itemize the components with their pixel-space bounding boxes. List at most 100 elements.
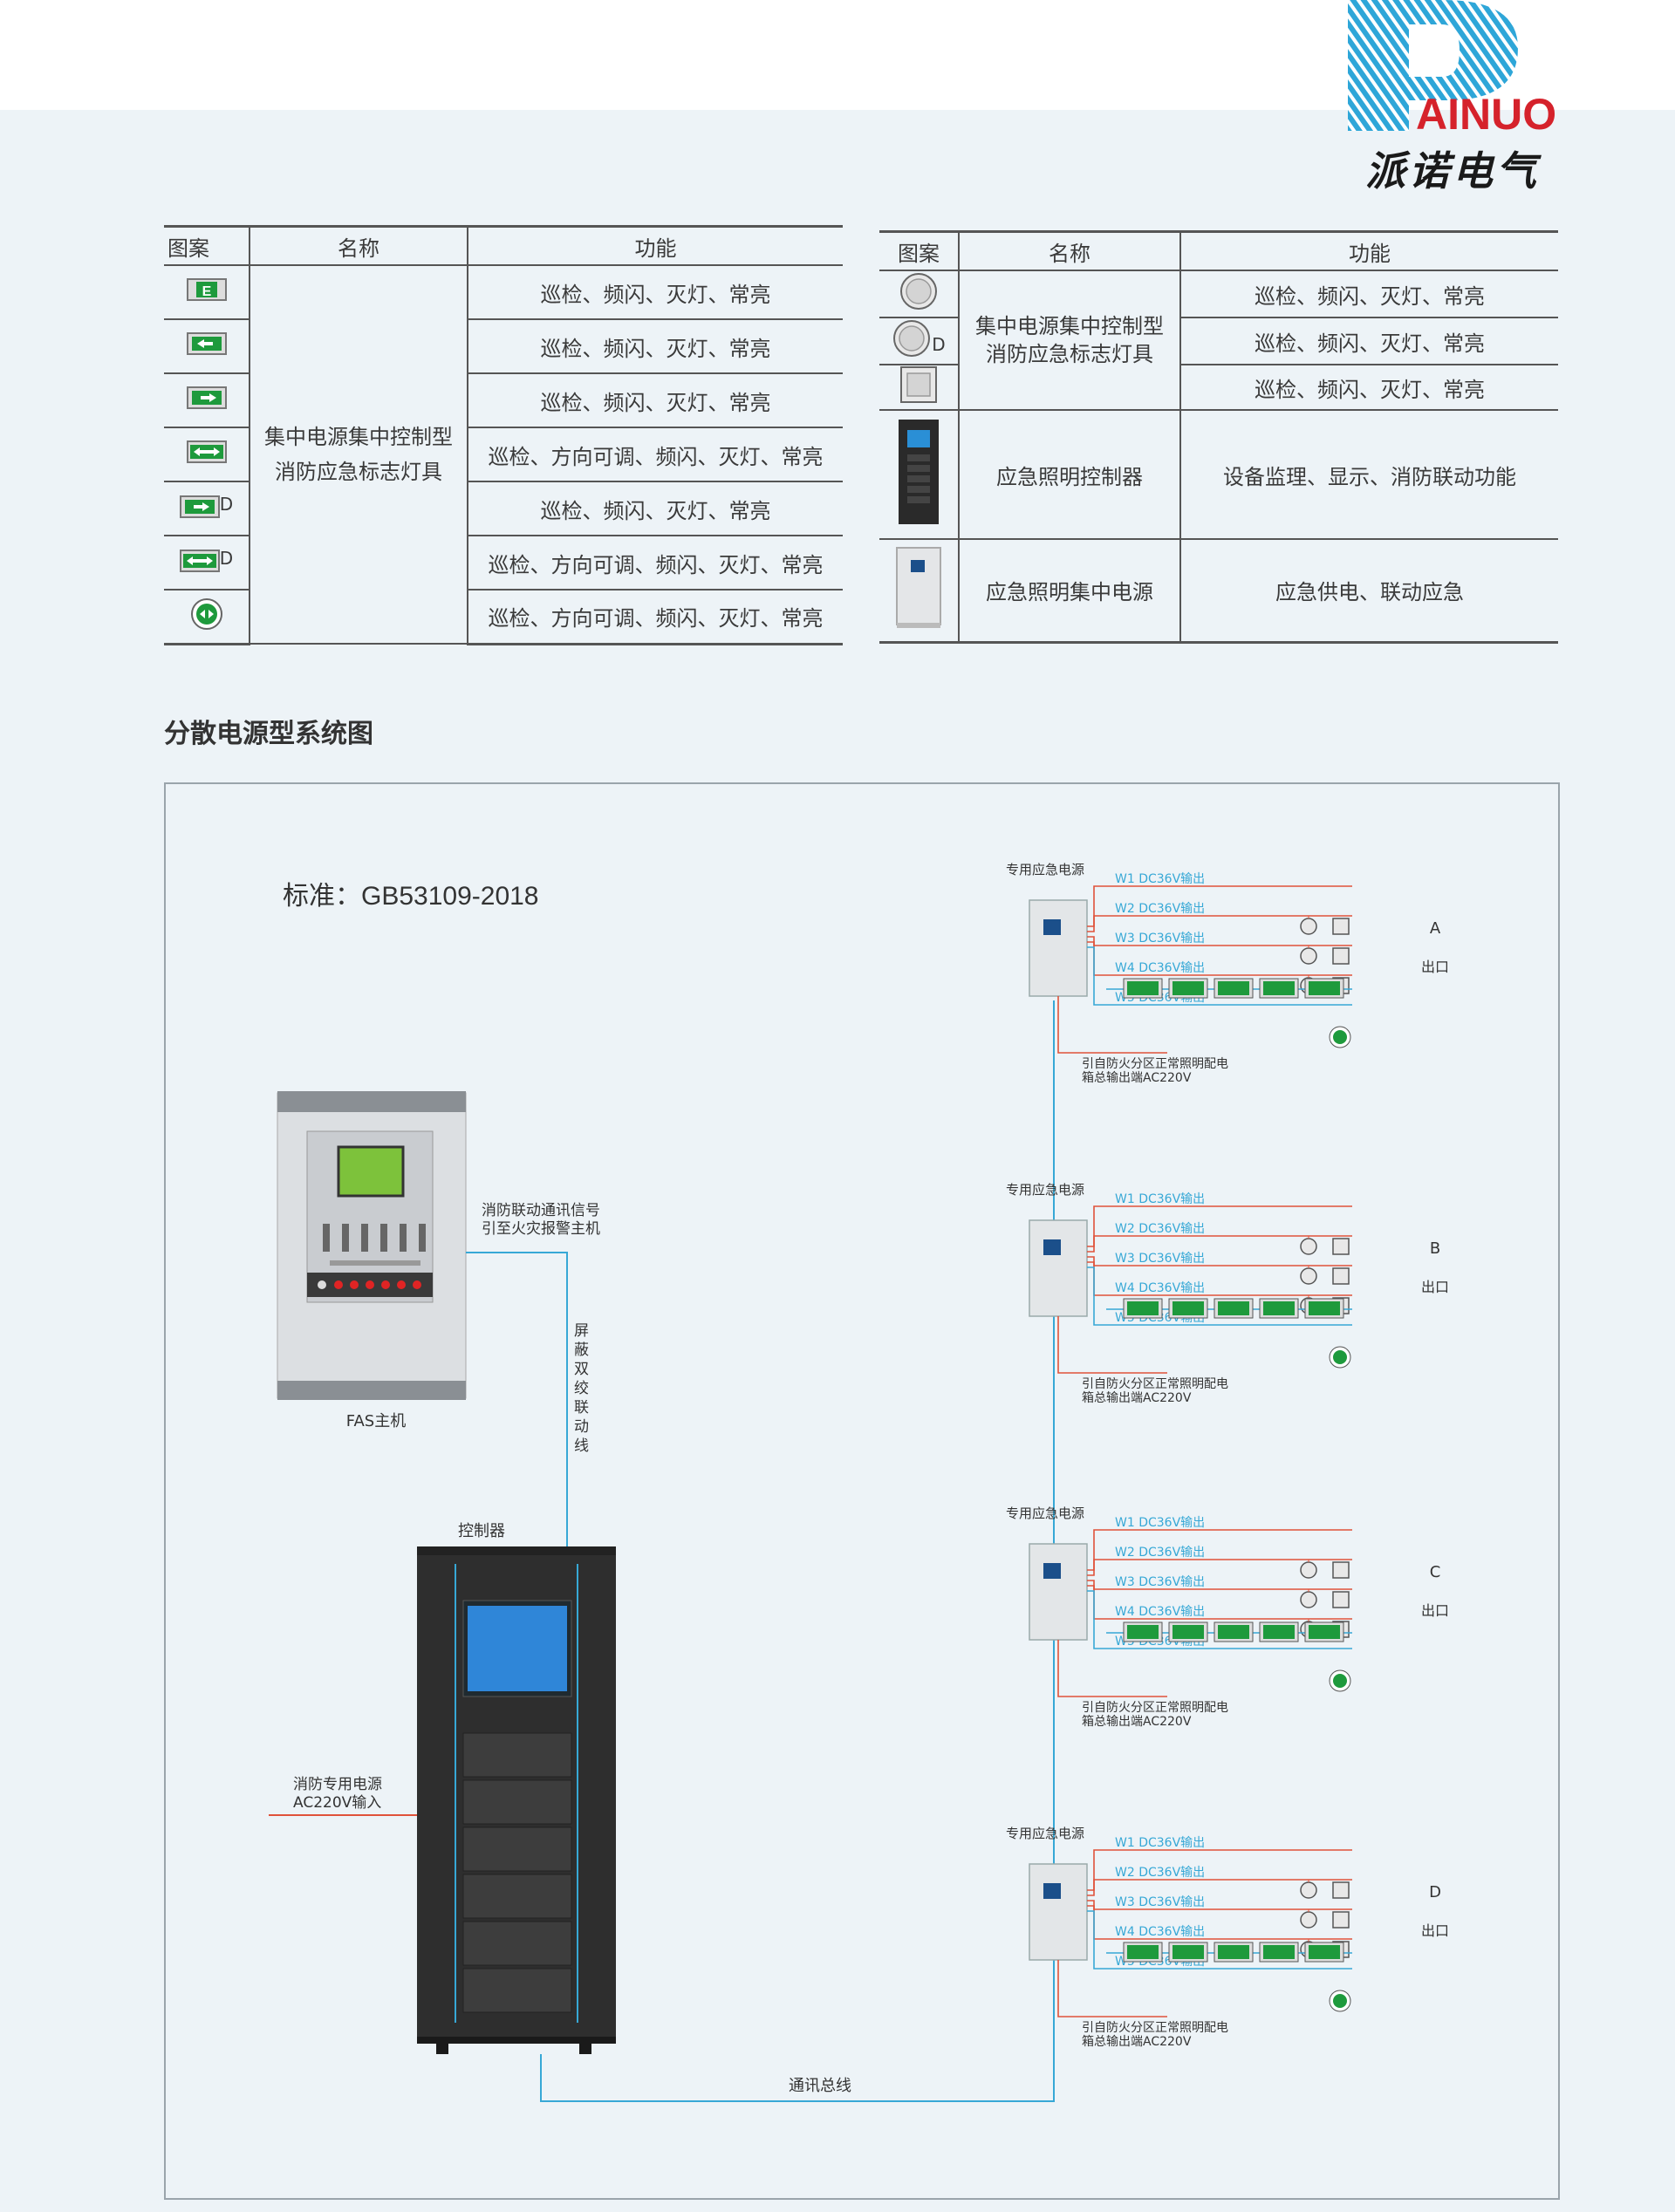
square-light-icon (1332, 1238, 1350, 1255)
circuit-label: W3 DC36V输出 (1115, 932, 1205, 946)
exit-sign-face (1263, 1945, 1295, 1959)
circuit-wire (1087, 1266, 1352, 1326)
exit-sign-face (1127, 1625, 1159, 1639)
right-function-cell: 应急供电、联动应急 (1179, 539, 1558, 644)
left-legend-table: 图案 名称 功能 E 集中电源集中控制型 消防应急标志灯具 巡检、频闪、灭灯、常… (164, 225, 843, 645)
left-function-cell: 巡检、频闪、灭灯、常亮 (467, 319, 843, 374)
zone-label: D (1429, 1883, 1441, 1901)
right-function-cell: 巡检、频闪、灭灯、常亮 (1179, 365, 1558, 411)
square-light-icon (1332, 1911, 1350, 1929)
square-light-icon (1332, 1267, 1350, 1285)
exit-sign-face (1218, 981, 1249, 995)
zone-label: B (1430, 1239, 1440, 1258)
circuit-wire (1087, 1256, 1352, 1266)
exit-sign-face (1172, 1301, 1204, 1315)
right-function-cell: 设备监理、显示、消防联动功能 (1179, 410, 1558, 540)
right-fixture-name: 应急照明控制器 (958, 410, 1180, 540)
svg-text:E: E (202, 284, 211, 299)
circuit-wire (1087, 946, 1352, 1006)
round-light-icon (1300, 947, 1317, 965)
ac-input-label: 箱总输出端AC220V (1082, 1071, 1192, 1085)
ac-input-line (1057, 1640, 1167, 1697)
double-arrow-sign-icon (164, 427, 250, 482)
psu-label: 专用应急电源 (1006, 862, 1084, 877)
left-function-cell: 巡检、频闪、灭灯、常亮 (467, 265, 843, 320)
exit-e-sign-icon: E (164, 265, 250, 320)
brand-name-cn: 派诺电气 (1365, 147, 1540, 195)
square-light-icon (879, 365, 959, 411)
controller-cabinet-icon (879, 410, 959, 540)
round-exit-sign-face (1333, 1674, 1347, 1688)
exit-sign-face (1309, 1945, 1340, 1959)
fas-host (277, 1091, 467, 1400)
circuit-wire (1087, 1529, 1352, 1571)
fas-label: FAS主机 (346, 1412, 406, 1430)
suffix-d: D (932, 334, 946, 355)
right-fixture-name: 应急照明集中电源 (958, 539, 1180, 644)
col-header-function: 功能 (1179, 230, 1558, 271)
communication-bus (540, 1000, 1055, 2102)
exit-sign-face (1263, 1301, 1295, 1315)
psu-screen (1043, 919, 1061, 935)
arrow-right-sign-icon (164, 373, 250, 428)
square-light-icon (1332, 1881, 1350, 1899)
round-light-icon (1300, 1591, 1317, 1608)
shielded-twisted-line (466, 1252, 568, 1550)
exit-sign-face (1127, 1945, 1159, 1959)
circuit-label: W3 DC36V输出 (1115, 1575, 1205, 1589)
suffix-d: D (219, 494, 234, 515)
circuit-label: W1 DC36V输出 (1115, 1516, 1205, 1530)
circuit-label: W2 DC36V输出 (1115, 1222, 1205, 1236)
left-function-cell: 巡检、频闪、灭灯、常亮 (467, 373, 843, 428)
double-arrow-sign-d-icon: D (164, 536, 250, 591)
circuit-label: W1 DC36V输出 (1115, 1836, 1205, 1850)
circuit-wire (1087, 1559, 1352, 1576)
left-function-cell: 巡检、方向可调、频闪、灭灯、常亮 (467, 536, 843, 591)
circuit-wire (1087, 885, 1352, 927)
shielded-line-label: 屏蔽双绞联动线 (574, 1322, 589, 1455)
fas-signal-label: 消防联动通讯信号引至火灾报警主机 (482, 1202, 600, 1238)
psu-box (1029, 1219, 1088, 1317)
ac-input-label: 引自防火分区正常照明配电 (1082, 2021, 1228, 2035)
col-header-name: 名称 (249, 225, 468, 266)
col-header-pattern: 图案 (164, 225, 250, 266)
circuit-label: W3 DC36V输出 (1115, 1252, 1205, 1266)
controller-cabinet (417, 1546, 616, 2054)
zone-label: A (1430, 919, 1441, 938)
psu-screen (1043, 1563, 1061, 1579)
circuit-wire (1087, 915, 1352, 932)
exit-sign-face (1309, 981, 1340, 995)
left-function-cell: 巡检、方向可调、频闪、灭灯、常亮 (467, 427, 843, 482)
psu-screen (1043, 1883, 1061, 1899)
ac-input-label: 箱总输出端AC220V (1082, 1391, 1192, 1405)
exit-sign-face (1172, 1625, 1204, 1639)
bus-label: 通讯总线 (789, 2077, 851, 2095)
col-header-pattern: 图案 (879, 230, 959, 271)
circuit-label: W1 DC36V输出 (1115, 1192, 1205, 1206)
ac-input-label: 引自防火分区正常照明配电 (1082, 1057, 1228, 1071)
circuit-wire (1087, 1205, 1352, 1247)
psu-box (1029, 1863, 1088, 1961)
painuo-logo: AINUO (1348, 0, 1556, 139)
psu-box (1029, 1543, 1088, 1641)
svg-text:AINUO: AINUO (1416, 90, 1556, 139)
circuit-label: W2 DC36V输出 (1115, 1866, 1205, 1880)
psu-screen (1043, 1239, 1061, 1255)
ac-input-line (1057, 1316, 1167, 1374)
circuit-wire (1087, 1580, 1352, 1590)
square-light-icon (1332, 947, 1350, 965)
system-diagram: 标准：GB53109-2018 FAS主机 消防联动通讯信号引至火灾报警主机 屏… (164, 782, 1560, 2200)
circuit-wire (1087, 1849, 1352, 1891)
left-fixture-name: 集中电源集中控制型 消防应急标志灯具 (249, 265, 468, 645)
exit-sign-face (1172, 1945, 1204, 1959)
exit-sign-face (1309, 1301, 1340, 1315)
exit-label: 出口 (1421, 1279, 1449, 1295)
controller-label: 控制器 (458, 1522, 505, 1540)
section-title: 分散电源型系统图 (164, 719, 373, 749)
circuit-label: W1 DC36V输出 (1115, 872, 1205, 886)
ac-input-label: 箱总输出端AC220V (1082, 2035, 1192, 2049)
circuit-label: W4 DC36V输出 (1115, 1605, 1205, 1619)
